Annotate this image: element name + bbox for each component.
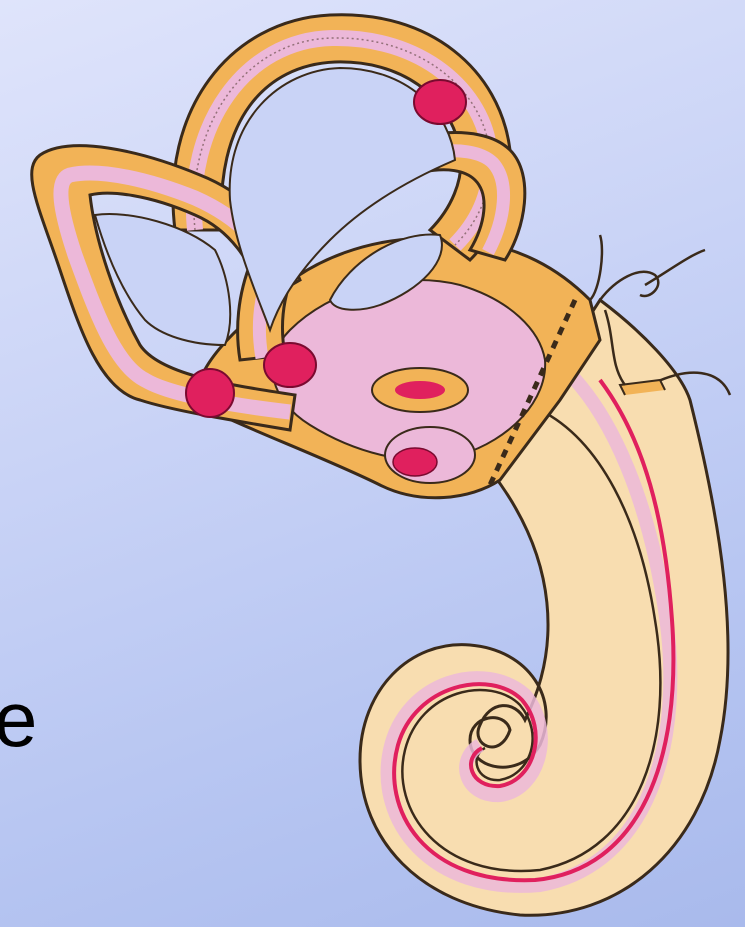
ampulla-lateral (264, 343, 316, 387)
ampulla-superior (414, 80, 466, 124)
ampulla-posterior (186, 369, 234, 417)
nerve-fiber-1 (590, 235, 602, 300)
macula-utricle (395, 381, 445, 399)
cropped-slide-text: e (0, 680, 37, 758)
nerve-fiber-2 (600, 272, 658, 300)
nerve-fiber-3 (645, 250, 705, 285)
macula-saccule (393, 448, 437, 476)
